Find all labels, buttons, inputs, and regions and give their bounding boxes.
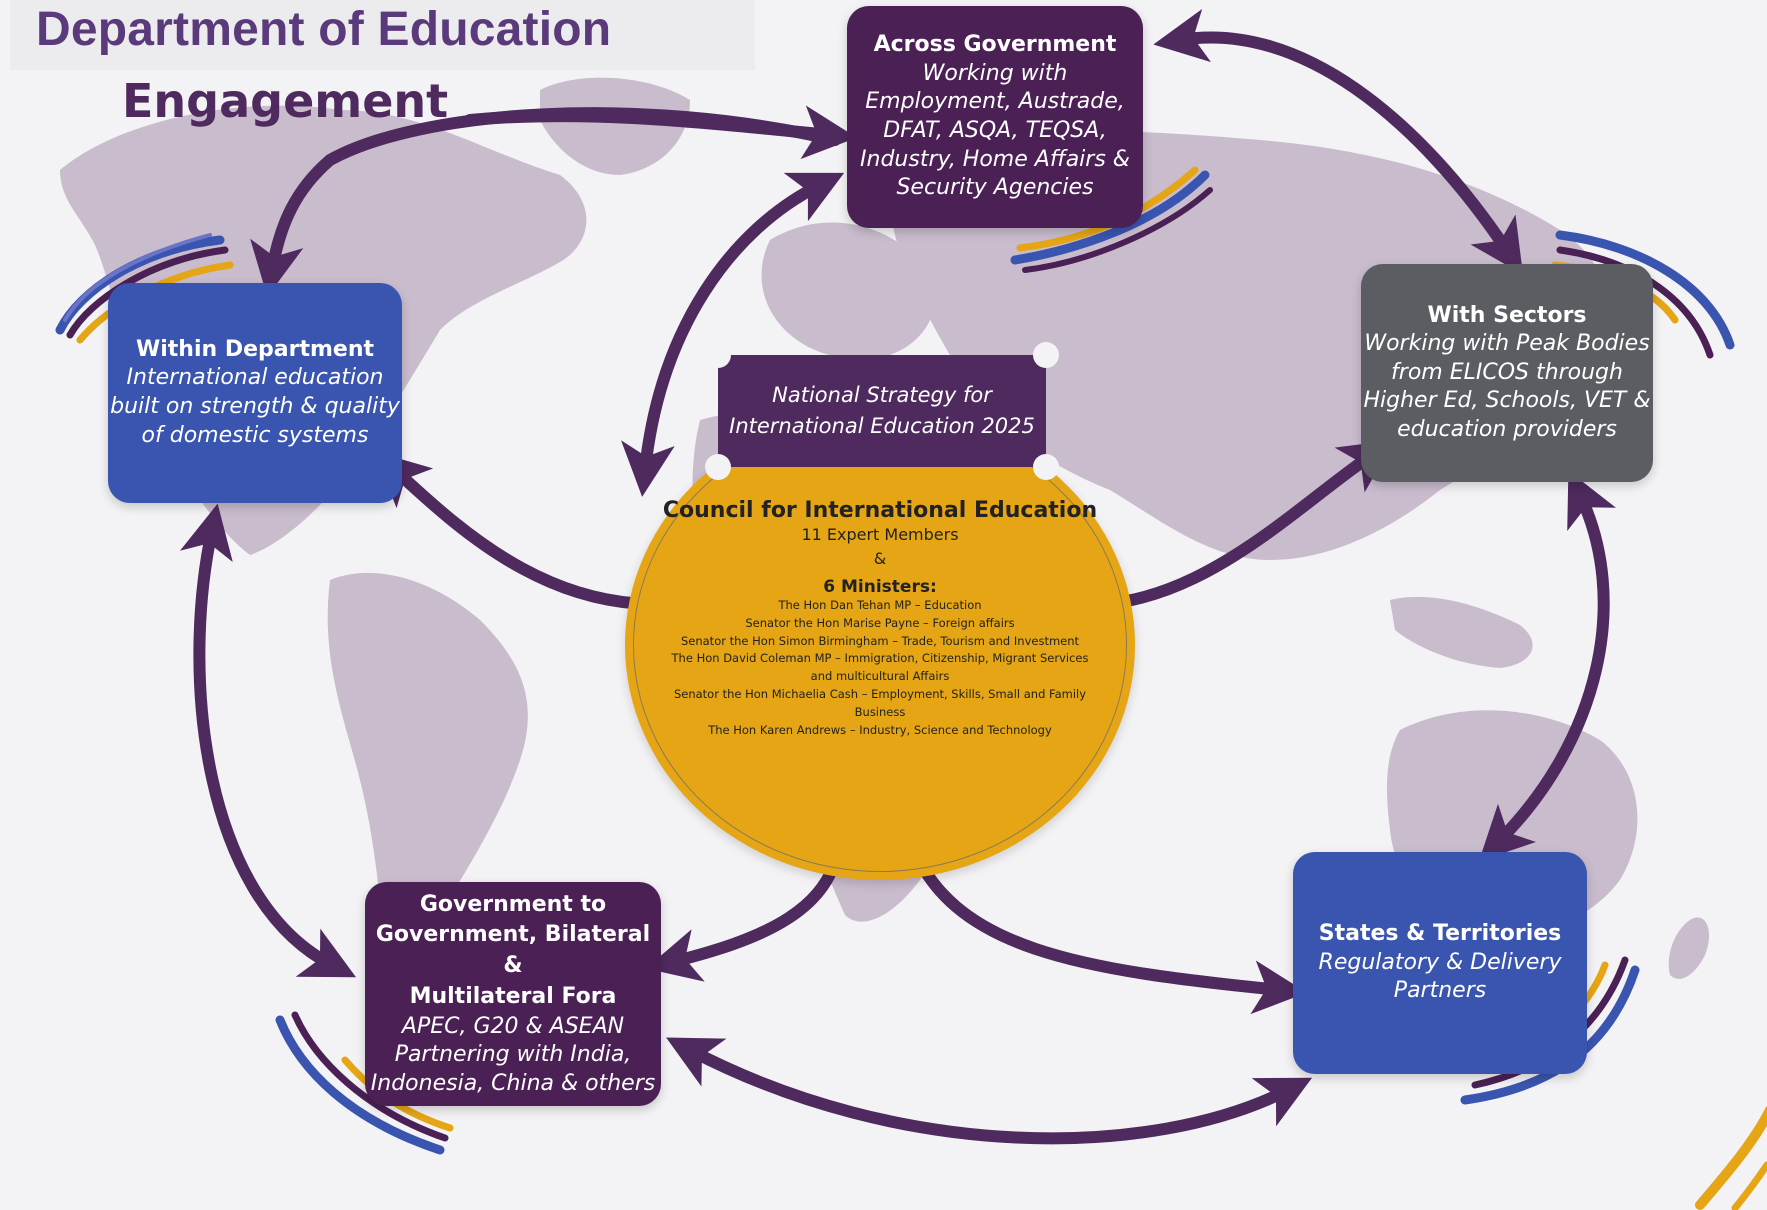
g2g-heading-line1: Government to — [419, 891, 607, 917]
minister-line: Business — [854, 704, 906, 719]
strategy-banner-text: National Strategy for International Educ… — [729, 382, 1035, 439]
map-south-america — [327, 572, 528, 954]
within-department-description: International education built on strengt… — [110, 365, 400, 448]
banner-notch — [1033, 454, 1059, 480]
minister-line: Senator the Hon Marise Payne – Foreign a… — [745, 615, 1015, 630]
title-bar — [10, 0, 755, 70]
across-government-box: Across Government Working with Employmen… — [847, 6, 1143, 228]
with-sectors-description: Working with Peak Bodies from ELICOS thr… — [1363, 331, 1651, 442]
strategy-banner: National Strategy for International Educ… — [705, 342, 1059, 480]
council-content: Council for International Education 11 E… — [645, 498, 1115, 740]
council-members: 11 Expert Members — [801, 525, 959, 544]
with-sectors-heading: With Sectors — [1427, 302, 1587, 328]
map-new-zealand — [1668, 917, 1710, 979]
council-ampersand: & — [873, 549, 887, 568]
council-circle: Council for International Education 11 E… — [625, 410, 1135, 880]
g2g-heading-line2: Government, Bilateral & — [375, 922, 651, 979]
states-territories-box: States & Territories Regulatory & Delive… — [1293, 852, 1587, 1074]
banner-notch — [1033, 342, 1059, 368]
states-territories-description: Regulatory & Delivery Partners — [1318, 949, 1562, 1004]
g2g-description: APEC, G20 & ASEAN Partnering with India,… — [370, 1013, 656, 1096]
within-department-heading: Within Department — [135, 336, 374, 362]
g2g-heading-line3: Multilateral Fora — [409, 983, 617, 1009]
council-title: Council for International Education — [662, 498, 1098, 523]
minister-line: Senator the Hon Michaelia Cash – Employm… — [673, 687, 1087, 702]
map-indonesia — [1390, 596, 1533, 668]
states-territories-heading: States & Territories — [1318, 921, 1562, 947]
ministers-label: 6 Ministers: — [823, 577, 937, 597]
government-to-government-box: Government to Government, Bilateral & Mu… — [365, 882, 661, 1106]
map-greenland — [540, 77, 690, 175]
across-government-heading: Across Government — [873, 32, 1117, 58]
minister-line: The Hon Dan Tehan MP – Education — [778, 598, 982, 612]
banner-notch — [705, 454, 731, 480]
within-department-box: Within Department International educatio… — [108, 283, 402, 503]
page-subtitle: Engagement — [122, 74, 449, 128]
minister-line: The Hon David Coleman MP – Immigration, … — [671, 651, 1089, 666]
minister-line: Senator the Hon Simon Birmingham – Trade… — [680, 633, 1080, 648]
minister-line: The Hon Karen Andrews – Industry, Scienc… — [708, 722, 1052, 737]
across-government-description: Working with Employment, Austrade, DFAT,… — [860, 60, 1130, 201]
page-title: Department of Education — [36, 3, 612, 56]
banner-notch — [705, 342, 731, 368]
with-sectors-box: With Sectors Working with Peak Bodies fr… — [1361, 264, 1653, 482]
minister-line: and multicultural Affairs — [810, 669, 950, 684]
